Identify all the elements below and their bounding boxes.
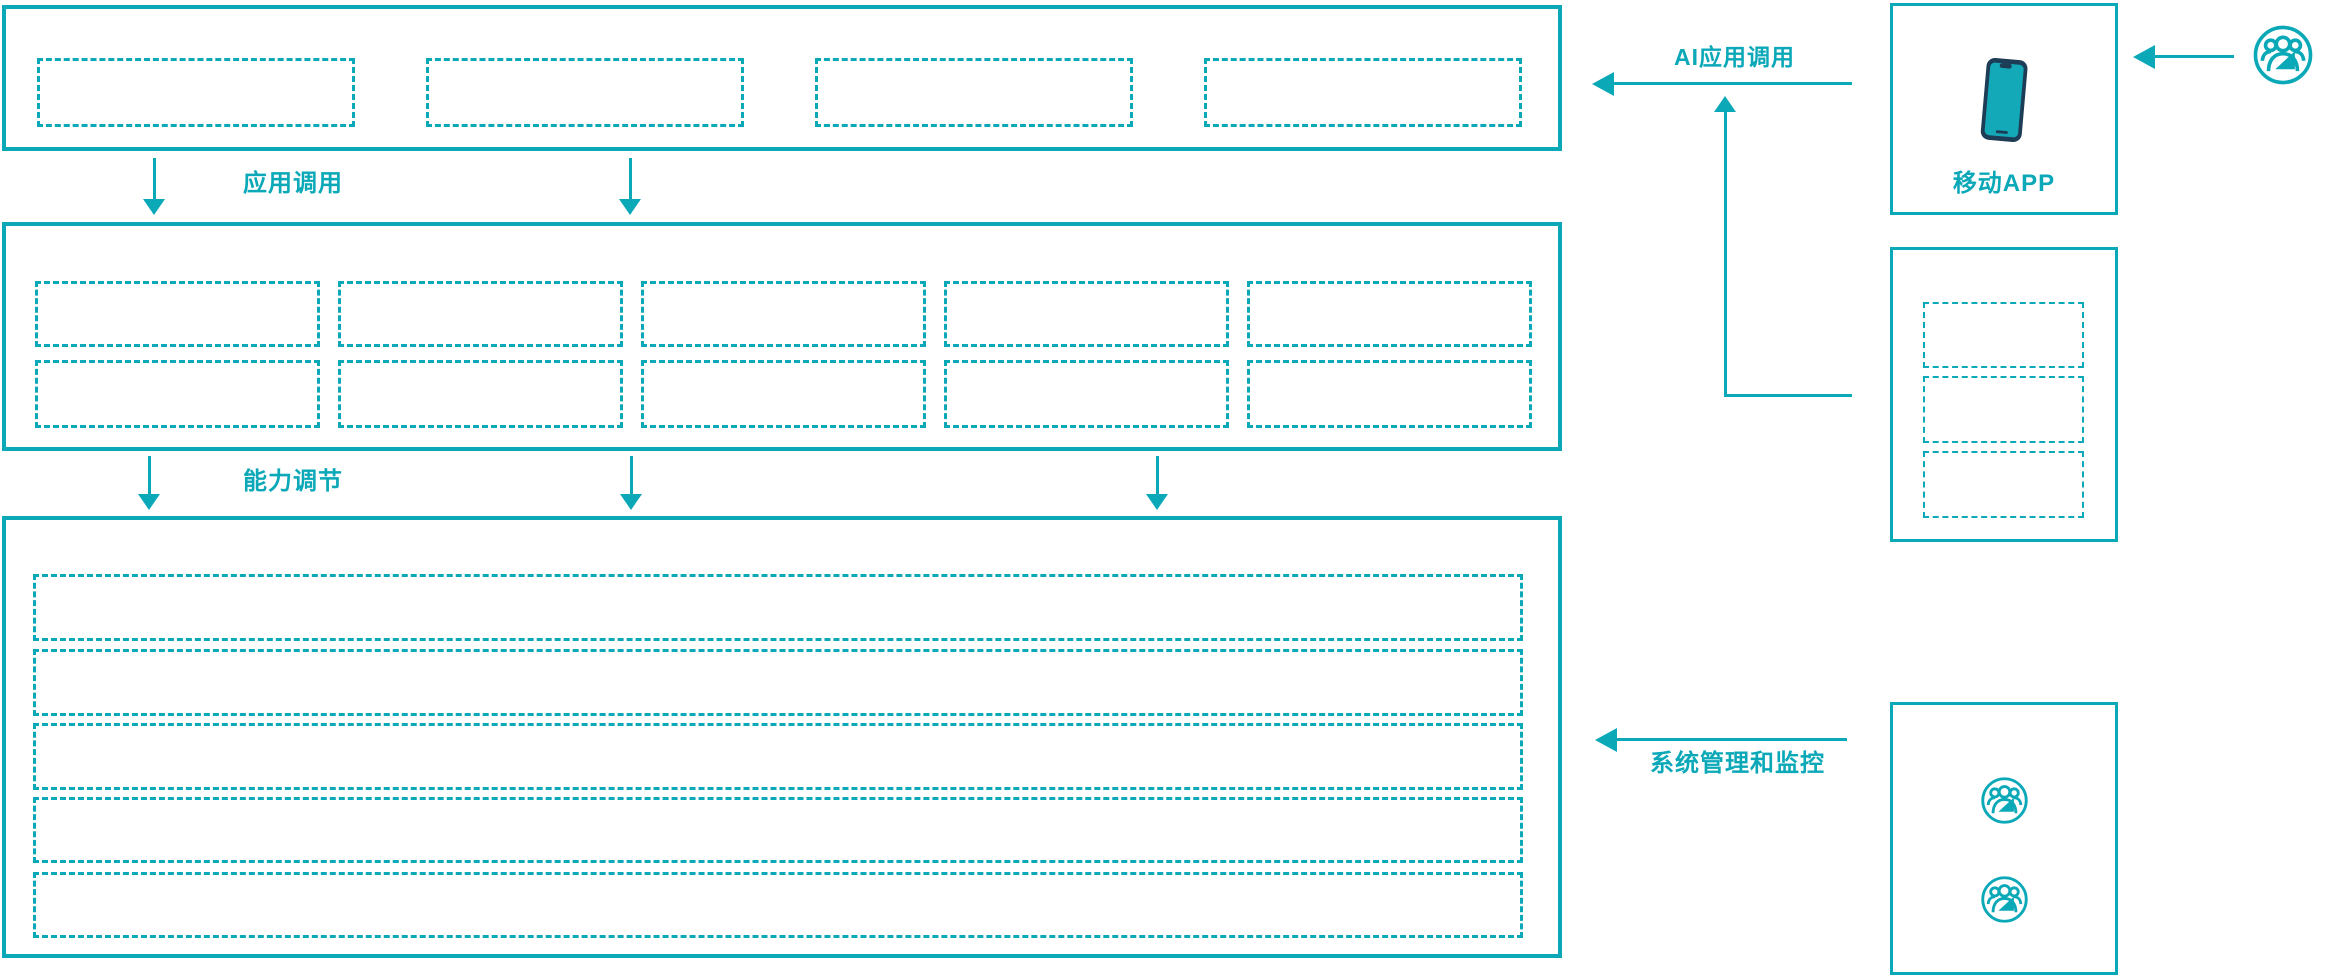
external-placeholder-2 <box>1923 376 2084 443</box>
system-monitor-arrowhead <box>1595 728 1617 752</box>
external-placeholder-1 <box>1923 302 2084 368</box>
external-connector-hline <box>1724 394 1852 397</box>
capability-arrowhead-3 <box>1146 494 1168 510</box>
capability-cell-r1c1 <box>35 281 320 347</box>
capability-cell-r1c3 <box>641 281 926 347</box>
capability-arrow-line-3 <box>1156 456 1159 495</box>
capability-cell-r2c2 <box>338 360 623 428</box>
app-call-arrow-line-1 <box>153 158 156 200</box>
external-up-arrowhead <box>1714 96 1736 112</box>
mobile-app-label: 移动APP <box>1952 170 2056 197</box>
users-icon <box>1980 776 2029 825</box>
external-connector-vline <box>1724 111 1727 397</box>
resource-row-5 <box>33 872 1523 938</box>
capability-cell-r2c5 <box>1247 360 1532 428</box>
app-layer-placeholder-2 <box>426 58 744 127</box>
capability-arrow-line-2 <box>630 456 633 495</box>
users-icon <box>1980 875 2029 924</box>
ai-app-call-label: AI应用调用 <box>1674 44 1795 70</box>
capability-cell-r2c1 <box>35 360 320 428</box>
app-call-arrowhead-2 <box>619 199 641 215</box>
resource-row-3 <box>33 723 1523 790</box>
ai-app-call-arrowhead <box>1592 72 1614 96</box>
resource-row-2 <box>33 649 1523 716</box>
capability-arrowhead-2 <box>620 494 642 510</box>
external-placeholder-3 <box>1923 451 2084 518</box>
app-call-arrow-line-2 <box>629 158 632 200</box>
system-monitor-arrow-line <box>1616 738 1847 741</box>
app-call-label: 应用调用 <box>243 170 343 197</box>
capability-arrowhead-1 <box>138 494 160 510</box>
capability-cell-r1c5 <box>1247 281 1532 347</box>
admin-users-box <box>1890 702 2118 975</box>
capability-cell-r1c4 <box>944 281 1229 347</box>
resource-row-4 <box>33 797 1523 863</box>
app-call-arrowhead-1 <box>143 199 165 215</box>
resource-row-1 <box>33 574 1523 641</box>
client-arrowhead <box>2133 45 2155 69</box>
client-arrow-line <box>2154 55 2234 58</box>
system-monitor-label: 系统管理和监控 <box>1650 750 1825 777</box>
phone-icon <box>1977 55 2033 147</box>
capability-cell-r2c3 <box>641 360 926 428</box>
capability-cell-r2c4 <box>944 360 1229 428</box>
app-layer-placeholder-1 <box>37 58 355 127</box>
capability-arrow-line-1 <box>148 456 151 495</box>
capability-cell-r1c2 <box>338 281 623 347</box>
ai-app-call-arrow-line <box>1613 82 1852 85</box>
users-icon <box>2252 24 2314 86</box>
capability-label: 能力调节 <box>243 468 343 495</box>
app-layer-placeholder-3 <box>815 58 1133 127</box>
app-layer-placeholder-4 <box>1204 58 1522 127</box>
